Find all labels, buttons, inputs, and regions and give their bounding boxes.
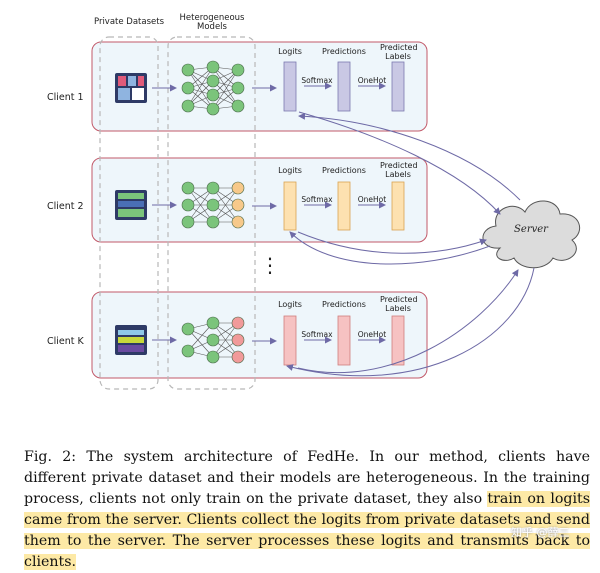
client-1-label: Client 1: [47, 92, 84, 103]
dataset-icon-1: [115, 73, 147, 103]
client-2-label: Client 2: [47, 201, 84, 212]
network-node: [206, 215, 220, 229]
onehot-label: OneHot: [357, 76, 387, 85]
heterogeneous-models-header: Heterogeneous Models: [179, 13, 245, 32]
network-node: [181, 63, 195, 77]
network-node: [206, 74, 220, 88]
network-node: [181, 322, 195, 336]
network-node: [231, 215, 245, 229]
network-edge: [212, 69, 239, 110]
dataset-icon-2: [115, 190, 147, 220]
network-node: [206, 181, 220, 195]
predictions-label: Predictions: [322, 166, 366, 175]
network-node: [181, 215, 195, 229]
network-node: [181, 99, 195, 113]
client-k-label: Client K: [47, 336, 84, 347]
onehot-label: OneHot: [357, 330, 387, 339]
client-1-bars: [283, 61, 405, 112]
softmax-label: Softmax: [301, 330, 333, 339]
neural-networks: [181, 60, 245, 364]
network-node: [181, 181, 195, 195]
network-node: [181, 344, 195, 358]
network-node: [231, 181, 245, 195]
client-2-bars: [283, 181, 405, 231]
logits-label: Logits: [278, 300, 302, 309]
softmax-label: Softmax: [301, 76, 333, 85]
network-node: [206, 350, 220, 364]
predictions-label: Predictions: [322, 300, 366, 309]
network-edge: [187, 66, 214, 107]
network-node: [231, 333, 245, 347]
network-node: [206, 60, 220, 74]
network-node: [181, 81, 195, 95]
watermark: 知乎 @薛三: [511, 526, 570, 539]
network-edge: [187, 187, 214, 223]
network-node: [206, 333, 220, 347]
predicted-labels-label: Predicted Labels: [380, 43, 418, 61]
network-edge: [212, 66, 239, 107]
client-k-bars: [283, 315, 405, 366]
logits-label: Logits: [278, 166, 302, 175]
network-edge: [187, 69, 214, 110]
network-node: [231, 81, 245, 95]
network-node: [231, 316, 245, 330]
network-node: [231, 99, 245, 113]
network-node: [206, 88, 220, 102]
server-label: Server: [514, 224, 548, 235]
network-node: [231, 63, 245, 77]
private-datasets-header: Private Datasets: [93, 17, 165, 27]
caption-text: Fig. 2: The system architecture of FedHe…: [24, 449, 590, 507]
predictions-label: Predictions: [322, 47, 366, 56]
dataset-icon-k: [115, 325, 147, 355]
network-node: [206, 316, 220, 330]
network-edge: [212, 187, 239, 223]
network-node: [206, 198, 220, 212]
architecture-diagram: [91, 36, 581, 390]
private-datasets-column: [99, 36, 159, 390]
figure-caption: Fig. 2: The system architecture of FedHe…: [24, 447, 590, 573]
network-node: [181, 198, 195, 212]
predicted-labels-label: Predicted Labels: [380, 161, 418, 179]
network-node: [206, 102, 220, 116]
network-node: [231, 198, 245, 212]
network-node: [231, 350, 245, 364]
predicted-labels-label: Predicted Labels: [380, 295, 418, 313]
network-edge: [212, 322, 239, 358]
server-cloud-icon: [482, 200, 581, 269]
vertical-ellipsis: ⋮: [260, 253, 280, 277]
softmax-label: Softmax: [301, 195, 333, 204]
logits-label: Logits: [278, 47, 302, 56]
onehot-label: OneHot: [357, 195, 387, 204]
